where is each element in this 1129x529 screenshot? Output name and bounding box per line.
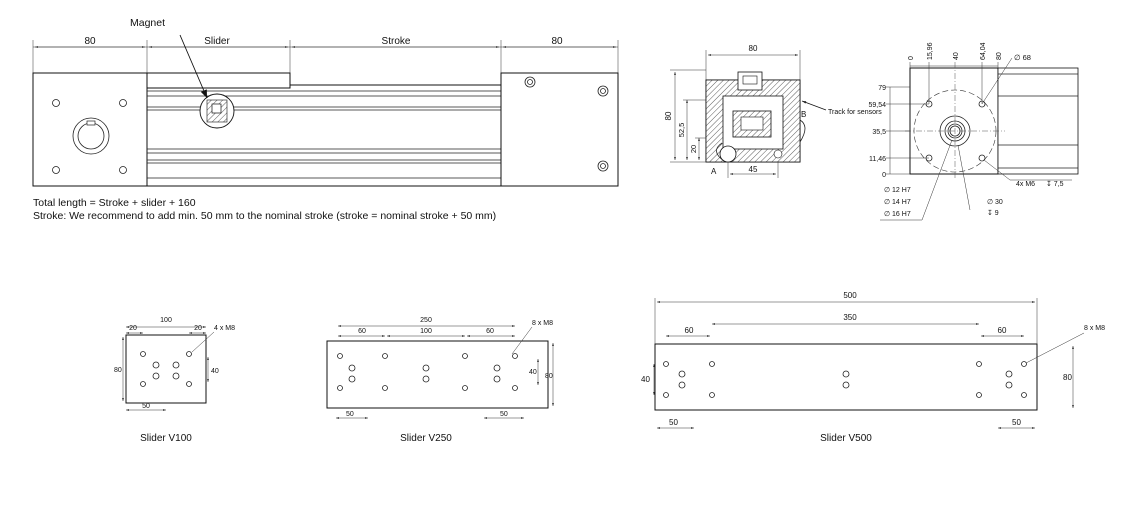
slider-plate: [146, 72, 291, 89]
end-left-35: 35,5: [872, 129, 886, 136]
v500-bottom1: 50: [669, 418, 678, 427]
bore-14: ∅ 14 H7: [884, 199, 911, 206]
section-label-a: A: [711, 167, 717, 176]
v250-label: Slider V250: [400, 433, 452, 444]
end-top-1: 15,96: [927, 42, 934, 60]
dim-stroke: Stroke: [382, 36, 411, 47]
v100-a: 20: [129, 325, 137, 332]
section-d3: 45: [749, 165, 758, 174]
v500-b: 350: [843, 313, 857, 322]
slider-v500-drawing: 500 60 350 60 8 x M8 40 80 50 50 Slider …: [641, 291, 1105, 444]
hole-depth: ↧ 7,5: [1046, 180, 1064, 188]
stroke-note: Stroke: We recommend to add min. 50 mm t…: [33, 210, 497, 222]
section-d2: 20: [689, 145, 698, 153]
v250-inner: 40: [529, 369, 537, 376]
v250-holes: 8 x M8: [532, 320, 553, 327]
end-left-0: 0: [882, 172, 886, 179]
v500-inner: 40: [641, 375, 650, 384]
v500-top: 500: [843, 291, 857, 300]
bore-16: ∅ 16 H7: [884, 211, 911, 218]
section-height: 80: [664, 111, 673, 120]
holes-m6: 4x M6: [1016, 181, 1035, 188]
d68-label: ∅ 68: [1014, 53, 1031, 62]
v100-inner: 40: [211, 368, 219, 375]
profile-body: [146, 84, 502, 187]
end-top-2: 40: [953, 52, 960, 60]
end-top-4: 80: [996, 52, 1003, 60]
total-length-note: Total length = Stroke + slider + 160: [33, 197, 196, 209]
v500-label: Slider V500: [820, 433, 872, 444]
v100-bottom: 50: [142, 403, 150, 410]
v100-holes: 4 x M8: [214, 325, 235, 332]
track-note: Track for sensors: [828, 109, 882, 116]
end-left-79: 79: [878, 85, 886, 92]
v500-height: 80: [1063, 373, 1072, 382]
section-d1: 52,5: [677, 123, 686, 138]
v100-height: 80: [114, 367, 122, 374]
dim-slider: Slider: [204, 36, 230, 47]
section-width: 80: [749, 44, 758, 53]
module-top-view: 80 Slider Stroke 80 Magnet: [32, 17, 619, 187]
v500-a: 60: [685, 326, 694, 335]
slider-v100-drawing: 100 20 20 4 x M8 80 40 50 Slider V100: [114, 317, 235, 444]
end-plate-view: 0 15,96 40 64,04 80 79 59,54 35,5 11,46 …: [868, 42, 1079, 221]
end-top-0: 0: [908, 56, 915, 60]
v250-bottom2: 50: [500, 411, 508, 418]
depth-9: ↧ 9: [987, 209, 999, 217]
v500-c: 60: [998, 326, 1007, 335]
v250-height: 80: [545, 373, 553, 380]
section-label-b: B: [801, 110, 806, 119]
v100-label: Slider V100: [140, 433, 192, 444]
slider-v250-drawing: 250 60 100 60 8 x M8 40 80 50 50 Slider …: [326, 317, 554, 444]
d30-label: ∅ 30: [987, 199, 1003, 206]
dim-right-80: 80: [551, 36, 563, 47]
end-left-59: 59,54: [868, 102, 886, 109]
v250-bottom1: 50: [346, 411, 354, 418]
v250-b: 100: [420, 328, 432, 335]
profile-section-view: 80 80 52,5 20 45 A B Track for sensors: [664, 44, 882, 178]
bore-12: ∅ 12 H7: [884, 187, 911, 194]
drive-shaft-bore: [72, 117, 110, 155]
v250-c: 60: [486, 328, 494, 335]
v100-top: 100: [160, 317, 172, 324]
magnet-label: Magnet: [130, 17, 165, 29]
v250-top: 250: [420, 317, 432, 324]
v100-b: 20: [194, 325, 202, 332]
v250-a: 60: [358, 328, 366, 335]
end-left-11: 11,46: [869, 156, 886, 163]
end-top-3: 64,04: [980, 42, 987, 60]
v500-bottom2: 50: [1012, 418, 1021, 427]
left-end-cap: [32, 72, 148, 187]
dim-left-80: 80: [84, 36, 96, 47]
v500-holes: 8 x M8: [1084, 325, 1105, 332]
